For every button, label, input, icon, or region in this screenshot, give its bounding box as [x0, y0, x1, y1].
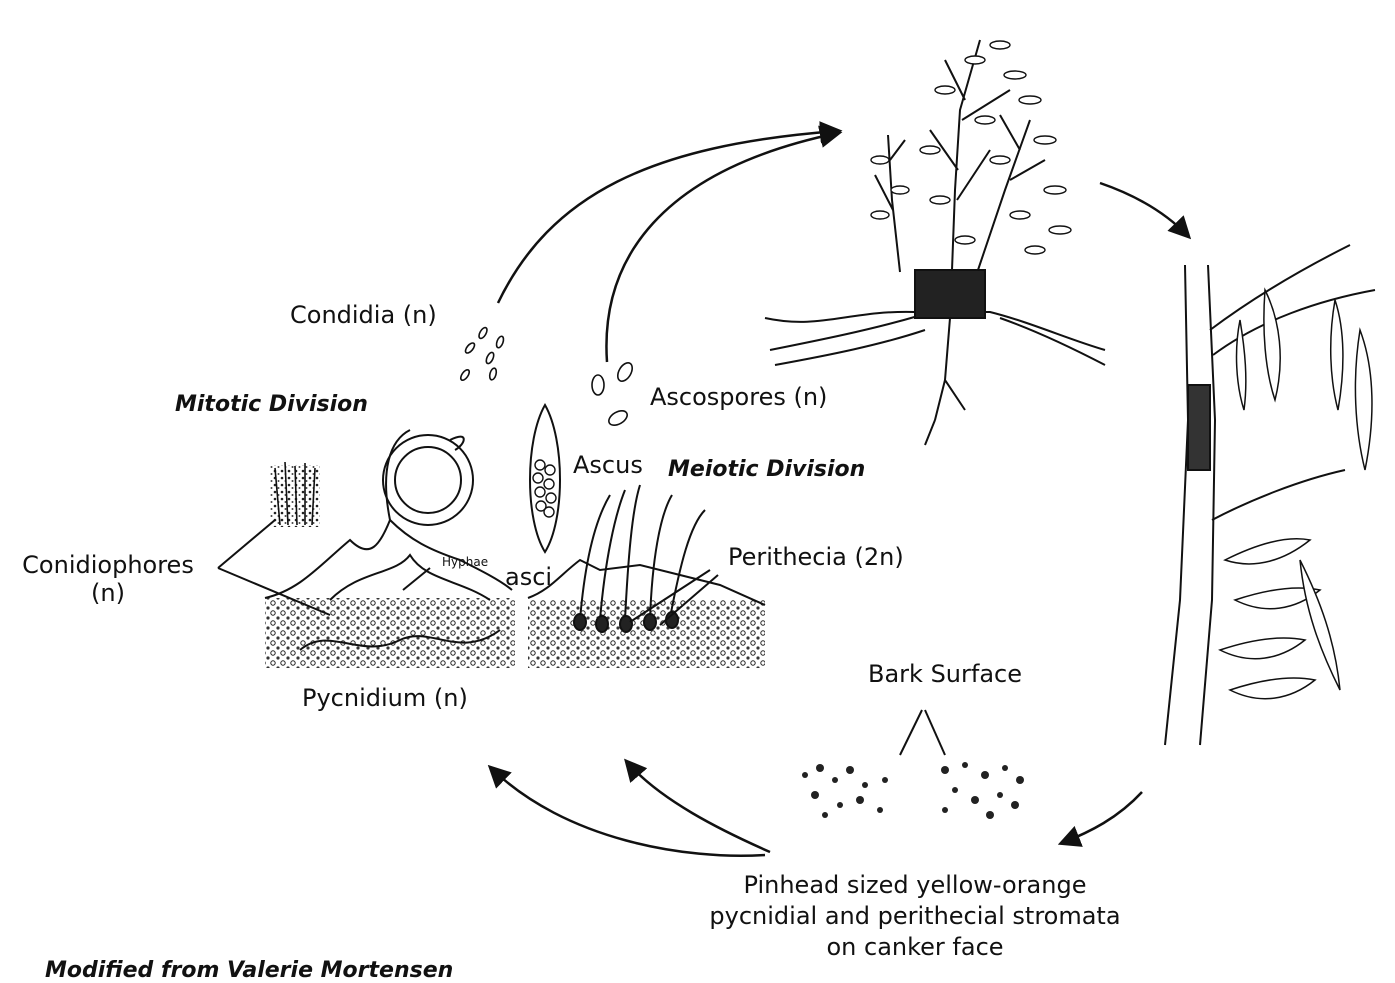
meiotic-division-label: Meiotic Division — [668, 457, 865, 482]
stromata-label-line1: Pinhead sized yellow-orange — [690, 870, 1140, 901]
mitotic-division-label: Mitotic Division — [175, 392, 368, 417]
credit-label: Modified from Valerie Mortensen — [45, 958, 453, 983]
hyphae-label: Hyphae — [442, 556, 488, 570]
ascus-label: Ascus — [573, 452, 643, 480]
condidia-label: Condidia (n) — [290, 302, 437, 330]
perithecia-label: Perithecia (2n) — [728, 544, 904, 572]
conidiophores-label-line1: Conidiophores — [8, 552, 208, 580]
bark-surface-label: Bark Surface — [868, 661, 1022, 689]
conidiophores-illustration — [270, 462, 320, 527]
cankered-stem-illustration — [1165, 245, 1375, 745]
ascospores-label: Ascospores (n) — [650, 384, 827, 412]
stromata-label-line2: pycnidial and perithecial stromata — [690, 901, 1140, 932]
pycnidium-label: Pycnidium (n) — [302, 685, 468, 713]
bark-surface-illustration — [802, 762, 1024, 819]
ascus-illustration — [530, 405, 560, 552]
conidiophores-label: Conidiophores (n) — [8, 552, 208, 607]
conidiophores-label-line2: (n) — [8, 580, 208, 608]
stromata-label-line3: on canker face — [690, 932, 1140, 963]
cycle-arrows — [491, 131, 1188, 856]
stromata-label: Pinhead sized yellow-orange pycnidial an… — [690, 870, 1140, 964]
asci-label: asci — [505, 564, 552, 592]
perithecia-illustration — [528, 485, 765, 668]
